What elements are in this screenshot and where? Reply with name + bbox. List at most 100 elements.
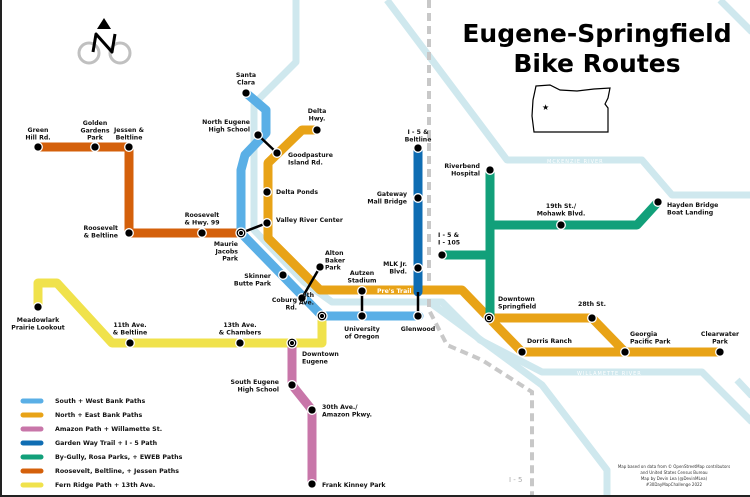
station-autzen (357, 286, 367, 296)
willamette-river (250, 0, 750, 425)
transfer-ring-icon (237, 229, 245, 237)
station-thirteenth (235, 338, 245, 348)
station-nineteenth (556, 220, 566, 230)
station-label-line: 13th Ave. (223, 322, 256, 329)
station-label-line: & Beltline (113, 329, 147, 336)
station-label-line: 19th St./ (546, 203, 577, 210)
station-label-line: Boat Landing (667, 209, 713, 216)
station-label-line: Beltline (405, 136, 432, 143)
legend-label: Fern Ridge Path + 13th Ave. (55, 482, 155, 489)
station-label-mlk: MLK Jr.Blvd. (383, 261, 407, 275)
oregon-outline-icon: ★ (531, 84, 611, 133)
station-label-line: & Hwy. 99 (184, 219, 219, 226)
credit-line: and United States Census Bureau (640, 470, 708, 475)
rivers (250, 0, 750, 495)
station-label-line: I - 105 (438, 239, 460, 246)
station-label-line: Amazon Pkwy. (322, 411, 372, 418)
station-label-eleventh: 11th Ave.& Beltline (113, 322, 147, 336)
legend-label: By-Gully, Rosa Parks, + EWEB Paths (55, 454, 183, 461)
stations (33, 88, 725, 489)
station-label-line: Island Rd. (288, 159, 323, 166)
station-delta_hwy (312, 125, 322, 135)
station-label-line: University (344, 326, 380, 333)
station-label-line: Goodpasture (288, 152, 333, 159)
station-label-line: Gardens (80, 127, 109, 134)
route-amazon (287, 338, 317, 489)
station-label-line: Glenwood (401, 326, 435, 333)
station-label-line: Clearwater (701, 331, 740, 338)
station-label-line: Delta (308, 108, 327, 115)
station-i5_i105 (437, 250, 447, 260)
station-label-delta_ponds: Delta Ponds (276, 189, 318, 196)
river-branch-southeast (734, 377, 750, 399)
transfer-station-downtown_eugene (286, 337, 298, 349)
station-label-line: Green (28, 127, 49, 134)
credit-line: Map based on data from © OpenStreetMap c… (618, 464, 730, 469)
credits: Map based on data from © OpenStreetMap c… (618, 464, 730, 487)
station-label-line: Butte Park (234, 280, 272, 287)
station-label-line: Downtown (498, 296, 535, 303)
station-label-line: Hill Rd. (25, 134, 50, 141)
station-label-line: 30th Ave./ (322, 404, 358, 411)
river-branch-east (717, 0, 750, 35)
station-label-line: Santa (236, 72, 256, 79)
station-label-thirteenth: 13th Ave.& Chambers (219, 322, 262, 336)
station-valley_river (262, 218, 272, 228)
station-golden_gardens (90, 142, 100, 152)
station-label-thirtieth: 30th Ave./Amazon Pkwy. (322, 404, 372, 418)
station-label-line: I - 5 & (438, 232, 460, 239)
station-thirtieth (307, 405, 317, 415)
transfer-ring-icon (485, 314, 493, 322)
bicycle-icon (77, 41, 132, 65)
station-label-line: High School (238, 386, 279, 393)
station-label-line: 28th St. (578, 301, 606, 308)
station-label-line: & Beltline (84, 232, 118, 239)
route-south-west (236, 88, 424, 321)
station-north_eugene (253, 130, 263, 140)
station-i5_beltline (413, 143, 423, 153)
station-label-line: Skinner (244, 273, 272, 280)
pres-trail-label: Pre's Trail (377, 288, 412, 295)
credit-line: Map by Devin Lea (@DevinMLea) (641, 476, 708, 481)
legend-label: Roosevelt, Beltline, + Jessen Paths (55, 468, 179, 475)
station-label-dorris: Dorris Ranch (527, 338, 572, 345)
station-label-line: Hayden Bridge (667, 202, 718, 209)
station-riverbend (485, 165, 495, 175)
route-fern-ridge (33, 278, 327, 348)
station-mlk (413, 263, 423, 273)
station-jessen (124, 142, 134, 152)
station-label-line: Beltline (116, 134, 143, 141)
station-label-line: Valley River Center (276, 217, 344, 224)
station-label-line: Downtown (302, 351, 339, 358)
transfer-ring-icon (288, 339, 296, 347)
station-label-twentyeighth: 28th St. (578, 301, 606, 308)
station-label-line: Riverbend (444, 163, 480, 170)
station-santa_clara (241, 88, 251, 98)
station-label-line: Baker (325, 257, 346, 264)
i5-label: I - 5 (509, 476, 523, 484)
station-label-line: MLK Jr. (383, 261, 407, 268)
station-label-line: Clara (237, 79, 255, 86)
route-north-east (263, 125, 597, 323)
eugene-star-icon: ★ (542, 103, 549, 112)
station-label-line: Frank Kinney Park (322, 482, 386, 489)
station-coburg (297, 293, 307, 303)
station-georgia_pacific (620, 347, 630, 357)
station-label-line: Delta Ponds (276, 189, 318, 196)
station-dorris (517, 347, 527, 357)
station-twentyeighth (587, 313, 597, 323)
station-label-i5_i105: I - 5 &I - 105 (438, 232, 460, 246)
credit-line: #30DayMapChallenge 2022 (646, 482, 703, 487)
map-title-line1: Eugene-Springfield (462, 19, 731, 48)
